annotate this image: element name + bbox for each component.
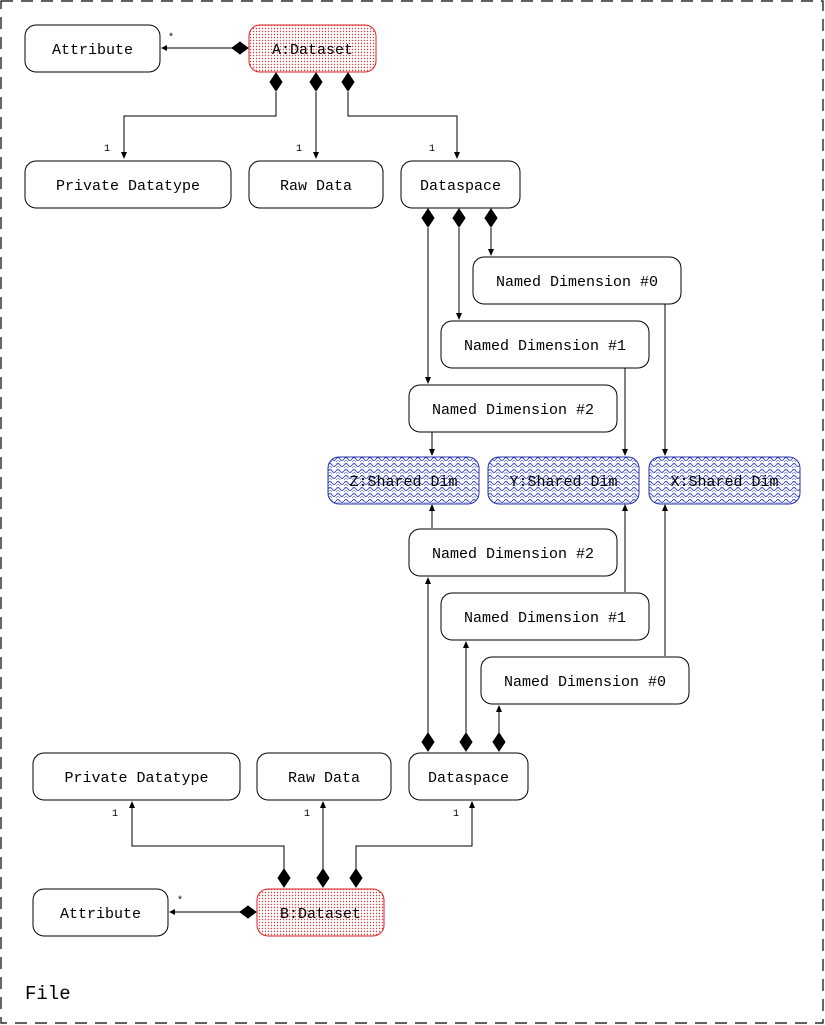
arrowhead xyxy=(662,504,668,511)
arrowhead xyxy=(161,45,167,51)
arrowhead xyxy=(454,152,460,159)
mult-b-attribute: * xyxy=(177,895,183,907)
arrowhead xyxy=(488,249,494,256)
node-x-shared-dim[interactable]: X:Shared Dim xyxy=(648,456,801,505)
svg-text:Y:Shared Dim: Y:Shared Dim xyxy=(509,474,617,491)
mult-a-attribute: * xyxy=(168,32,174,44)
node-b-named-dim-1[interactable]: Named Dimension #1 xyxy=(440,592,650,641)
arrowhead xyxy=(622,449,628,456)
svg-text:A:Dataset: A:Dataset xyxy=(272,42,353,59)
node-b-named-dim-0[interactable]: Named Dimension #0 xyxy=(480,656,690,705)
node-z-shared-dim[interactable]: Z:Shared Dim xyxy=(327,456,480,505)
svg-text:Z:Shared Dim: Z:Shared Dim xyxy=(349,474,457,491)
composition-diamond xyxy=(316,868,330,888)
mult-b-private-datatype: 1 xyxy=(112,809,118,820)
svg-text:Private Datatype: Private Datatype xyxy=(64,770,208,787)
composition-diamond xyxy=(277,868,291,888)
arrowhead xyxy=(463,641,469,648)
mult-a-dataspace: 1 xyxy=(429,144,435,155)
edge-b-private-datatype xyxy=(131,805,285,869)
mult-b-dataspace: 1 xyxy=(453,809,459,820)
edges xyxy=(121,41,668,919)
composition-diamond xyxy=(484,208,498,228)
composition-diamond xyxy=(341,72,355,92)
composition-diamond xyxy=(269,72,283,92)
node-b-dataspace[interactable]: Dataspace xyxy=(408,752,529,801)
node-b-attribute[interactable]: Attribute xyxy=(32,888,169,937)
composition-diamond xyxy=(309,72,323,92)
composition-diamond xyxy=(349,868,363,888)
mult-a-raw-data: 1 xyxy=(296,144,302,155)
svg-text:Named Dimension #0: Named Dimension #0 xyxy=(504,674,666,691)
svg-text:X:Shared Dim: X:Shared Dim xyxy=(670,474,778,491)
composition-diamond xyxy=(492,732,506,752)
nodes: Attribute A:Dataset Private Datatype Raw… xyxy=(24,24,801,937)
arrowhead xyxy=(425,577,431,584)
node-b-dataset[interactable]: B:Dataset xyxy=(256,888,385,937)
mult-b-raw-data: 1 xyxy=(304,809,310,820)
node-a-named-dim-1[interactable]: Named Dimension #1 xyxy=(440,320,650,369)
svg-text:Attribute: Attribute xyxy=(60,906,141,923)
arrowhead xyxy=(169,909,175,915)
arrowhead xyxy=(622,504,628,511)
edge-a-dataspace xyxy=(347,92,458,155)
composition-diamond xyxy=(452,208,466,228)
arrowhead xyxy=(496,705,502,712)
svg-text:Named Dimension #1: Named Dimension #1 xyxy=(464,338,626,355)
arrowhead xyxy=(121,152,127,159)
node-a-private-datatype[interactable]: Private Datatype xyxy=(24,160,232,209)
svg-text:Named Dimension #2: Named Dimension #2 xyxy=(432,402,594,419)
arrowhead xyxy=(469,801,475,808)
arrowhead xyxy=(320,801,326,808)
node-a-named-dim-0[interactable]: Named Dimension #0 xyxy=(472,256,682,305)
arrowhead xyxy=(662,449,668,456)
composition-diamond xyxy=(239,905,257,919)
node-a-dataspace[interactable]: Dataspace xyxy=(400,160,521,209)
composition-diamond xyxy=(231,41,249,55)
svg-text:Dataspace: Dataspace xyxy=(428,770,509,787)
file-label: File xyxy=(25,983,71,1005)
svg-text:Named Dimension #0: Named Dimension #0 xyxy=(496,274,658,291)
svg-text:Named Dimension #2: Named Dimension #2 xyxy=(432,546,594,563)
edge-b-dataspace xyxy=(355,805,473,869)
arrowhead xyxy=(429,449,435,456)
arrowhead xyxy=(129,801,135,808)
composition-diamond xyxy=(421,732,435,752)
node-a-attribute[interactable]: Attribute xyxy=(24,24,161,73)
svg-text:Raw Data: Raw Data xyxy=(288,770,360,787)
node-a-raw-data[interactable]: Raw Data xyxy=(248,160,384,209)
svg-text:Named Dimension #1: Named Dimension #1 xyxy=(464,610,626,627)
arrowhead xyxy=(456,313,462,320)
multiplicities: * 1 1 1 1 1 1 * xyxy=(104,32,459,907)
arrowhead xyxy=(429,504,435,511)
node-y-shared-dim[interactable]: Y:Shared Dim xyxy=(487,456,640,505)
node-b-raw-data[interactable]: Raw Data xyxy=(256,752,392,801)
node-b-named-dim-2[interactable]: Named Dimension #2 xyxy=(408,528,618,577)
node-a-named-dim-2[interactable]: Named Dimension #2 xyxy=(408,384,618,433)
node-b-private-datatype[interactable]: Private Datatype xyxy=(32,752,241,801)
svg-text:Private Datatype: Private Datatype xyxy=(56,178,200,195)
arrowhead xyxy=(313,152,319,159)
svg-text:Dataspace: Dataspace xyxy=(420,178,501,195)
mult-a-private-datatype: 1 xyxy=(104,144,110,155)
svg-text:Raw Data: Raw Data xyxy=(280,178,352,195)
arrowhead xyxy=(425,377,431,384)
edge-a-private-datatype xyxy=(123,92,277,155)
composition-diamond xyxy=(421,208,435,228)
node-a-dataset[interactable]: A:Dataset xyxy=(248,24,377,73)
svg-text:Attribute: Attribute xyxy=(52,42,133,59)
svg-text:B:Dataset: B:Dataset xyxy=(280,906,361,923)
composition-diamond xyxy=(459,732,473,752)
